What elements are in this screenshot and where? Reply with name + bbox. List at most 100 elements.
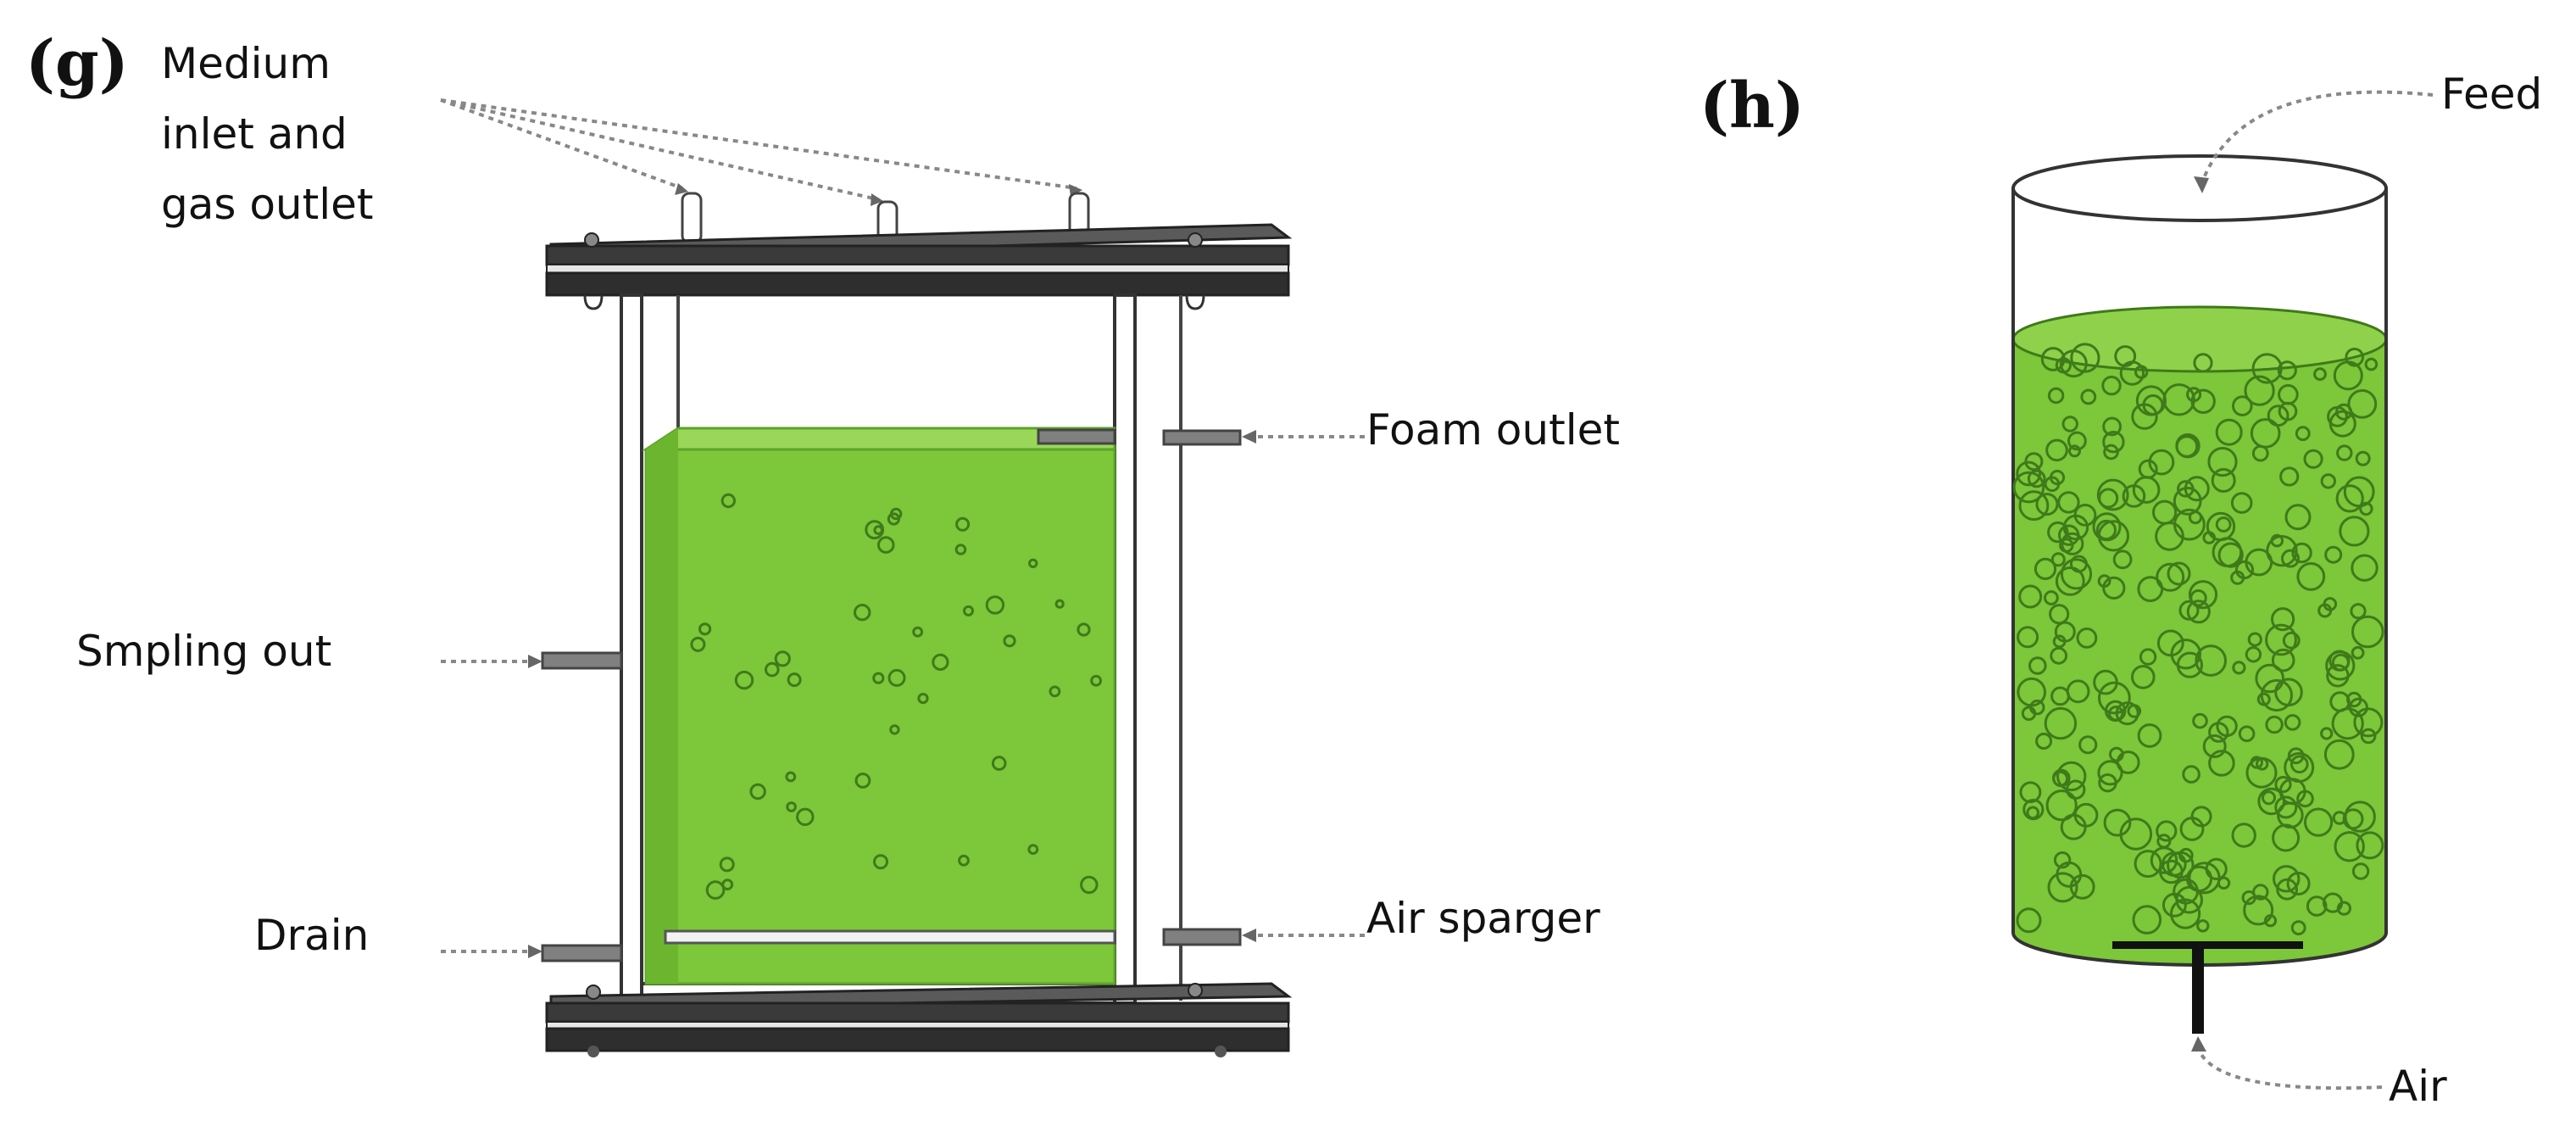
bubble [2347,389,2378,419]
air-inlet-pipe [2192,949,2204,1034]
bubble [2177,480,2195,498]
bubble [2234,560,2255,580]
bubble [2195,644,2227,677]
bubble [865,520,885,540]
bubble [690,636,706,652]
bubble [2050,552,2066,567]
bubble [2215,516,2232,533]
bubble [2112,549,2133,570]
bubble [2017,626,2039,649]
bubble [887,668,906,687]
bubble [2102,431,2125,454]
bubble [2047,872,2078,903]
bubble [2102,576,2126,600]
bubble [2335,484,2364,513]
top-plate [545,223,1293,310]
bubble [2138,459,2158,479]
bubble [2182,765,2200,784]
sampling-out-label: Smpling out [76,627,331,676]
bubble [2134,365,2149,379]
bubble [2247,632,2262,647]
bubble [2019,781,2042,804]
bubble [2346,691,2362,708]
bubble [2265,623,2297,656]
feed-label: Feed [2441,70,2542,119]
bubble [2188,510,2203,525]
bubble [2274,776,2292,794]
bubble [889,724,900,735]
bubble [2207,447,2238,477]
bubble [2350,603,2367,620]
bubble [2142,394,2164,416]
bubble [2097,574,2111,589]
bubble [2295,426,2311,442]
bubble [2336,444,2353,461]
bubble [2328,410,2356,438]
bubble [2279,466,2300,487]
bubble [2150,846,2178,874]
bubble [2205,857,2228,881]
bubble [2320,727,2334,740]
bubble [2241,890,2256,906]
bubble [2050,646,2068,665]
bubble [2137,576,2164,602]
bubble [2156,820,2178,842]
bubble [774,650,791,667]
bubble [698,622,712,636]
bubble [2148,449,2175,476]
bubble [2306,895,2328,917]
drain-port [541,944,623,962]
bubble [2097,520,2129,552]
bubble [1027,844,1039,855]
bubble [2167,561,2191,586]
bubble [2196,919,2210,933]
bubble [2212,537,2243,568]
bubble [2018,490,2050,522]
bubble [873,854,888,870]
bubble [2052,634,2067,649]
bubble [2069,555,2088,573]
bubble [2243,895,2274,926]
air-sparger-label: Air sparger [1366,894,1600,943]
bubble [2256,692,2271,706]
bubble [2098,488,2119,509]
bubble [887,512,901,526]
bubble [2045,789,2078,822]
bubble [2066,779,2086,800]
bubble [963,605,974,616]
bubble [2132,905,2162,934]
bubble [2334,831,2365,862]
bubble [917,693,929,705]
bubble [2131,665,2156,689]
bubble [796,807,815,826]
bubble [2053,851,2072,869]
bubble [2016,460,2042,487]
bubble [1080,875,1099,895]
foam-outlet-inner-port [1037,428,1116,445]
bubble [958,854,970,867]
bubble [2331,707,2364,740]
bubble [2304,807,2334,837]
bubble [785,771,797,783]
bubble [2122,484,2146,508]
sampling-port [541,651,623,670]
bubble [2193,353,2213,373]
bubble [2078,735,2098,755]
foam-outlet-port [1162,429,1242,446]
bubble [932,653,949,672]
bubble [2095,519,2117,541]
bubble [2360,728,2377,745]
bubble [2336,901,2351,916]
culture-volume [641,427,1116,985]
air-sparger-tube [664,929,1116,945]
bubble [2215,418,2243,446]
bubble [2281,549,2300,568]
bubble [1090,674,1102,687]
bubble [2114,345,2137,367]
bubble [2320,473,2337,489]
bubble [872,672,885,684]
bubble [2265,715,2284,734]
bubble [2291,542,2312,564]
bubble [2323,597,2338,611]
